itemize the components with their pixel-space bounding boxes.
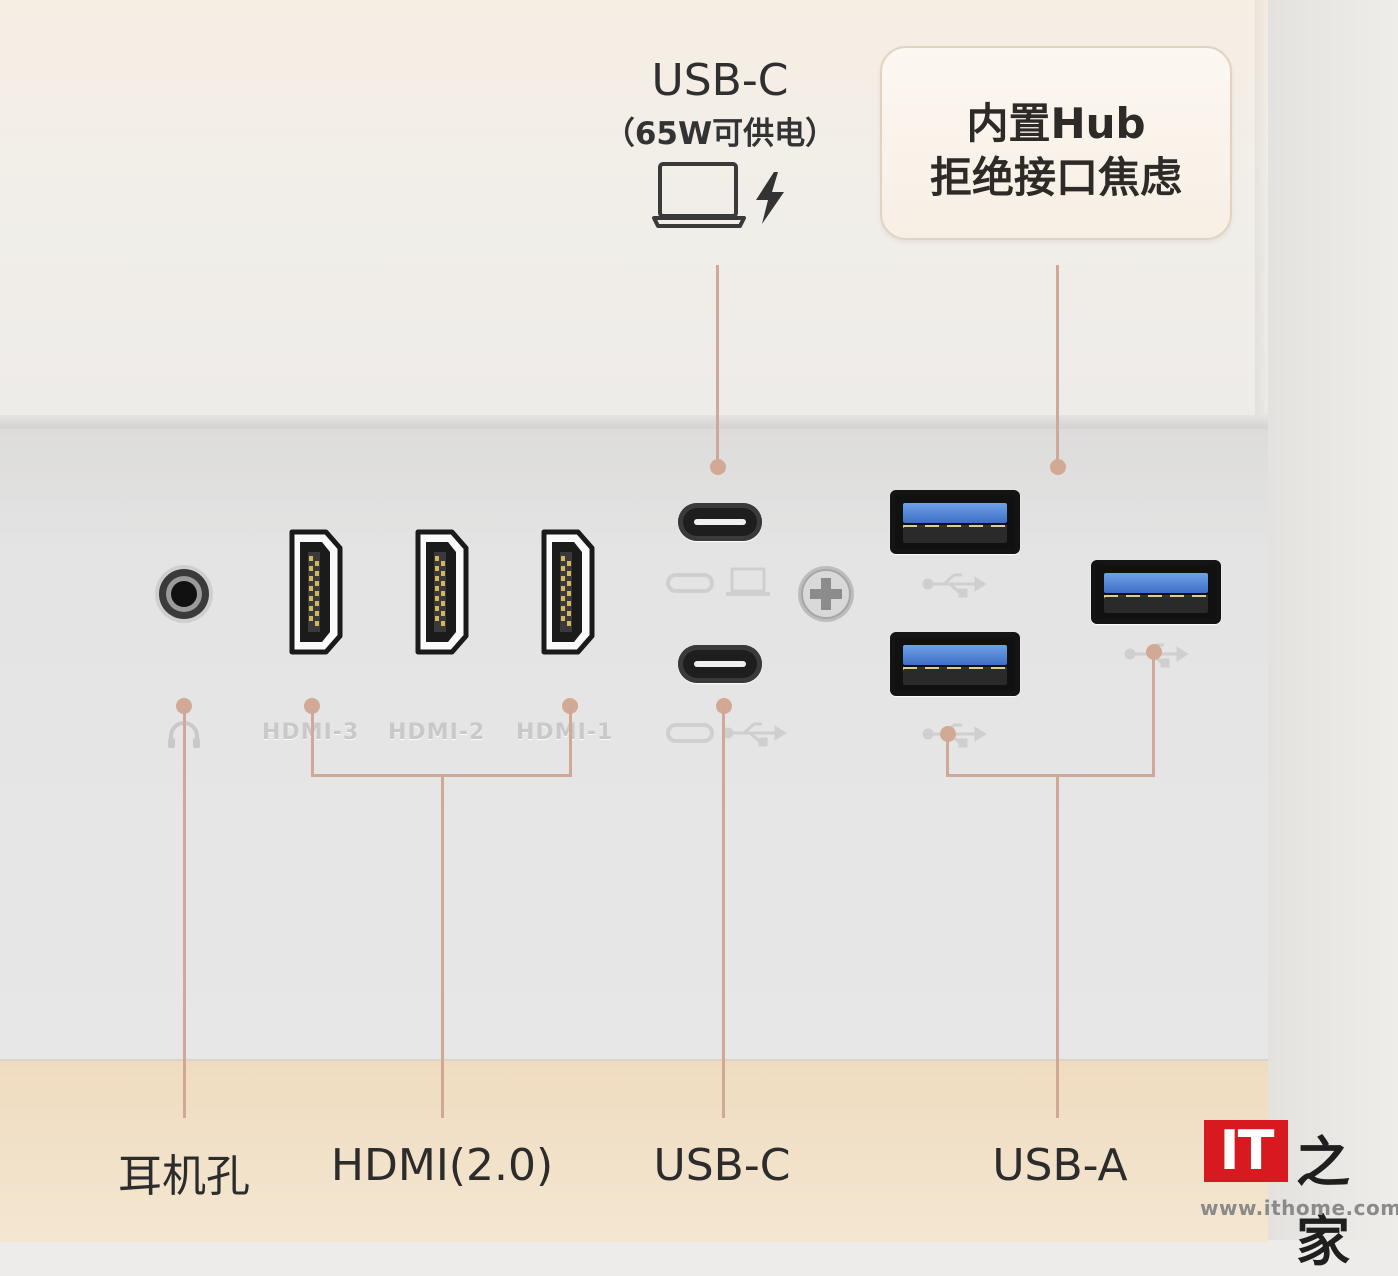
usbc-port-lower [678, 645, 762, 683]
hdmi-1-leader [569, 706, 572, 776]
monitor-side [1268, 0, 1398, 1240]
screw-icon [798, 566, 854, 622]
hdmi-1-marking: HDMI-1 [516, 720, 614, 745]
usbc-top-dot [710, 459, 726, 475]
usbc-callout-subtitle: （65W可供电） [603, 116, 837, 152]
headphone-leader [183, 706, 186, 1118]
headphone-jack [155, 565, 213, 623]
hdmi-port-2 [415, 529, 469, 655]
laptop-icon [652, 162, 746, 228]
usba-port-2 [890, 632, 1020, 696]
usba-port-1 [890, 490, 1020, 554]
usba-bracket [946, 774, 1155, 777]
label-usbc: USB-C [653, 1140, 791, 1191]
usbc-bottom-leader [722, 706, 725, 1118]
hub-callout-line-2: 拒绝接口焦虑 [929, 153, 1182, 202]
hub-dot [1050, 459, 1066, 475]
usbc-port-upper [678, 503, 762, 541]
usba-leader [1056, 774, 1059, 1118]
usba-2-leader [946, 734, 949, 776]
usb-symbol-icon [922, 573, 987, 598]
label-usba: USB-A [992, 1140, 1128, 1191]
hdmi-port-1 [541, 529, 595, 655]
hdmi-port-3 [289, 529, 343, 655]
usbc-top-leader [716, 265, 719, 465]
hdmi-2-marking: HDMI-2 [388, 720, 486, 745]
hdmi-3-leader [311, 706, 314, 776]
lightning-icon [756, 172, 784, 224]
usba-port-3 [1091, 560, 1221, 624]
panel-ledge [0, 415, 1268, 429]
usbc-laptop-marking [666, 567, 770, 596]
label-headphone: 耳机孔 [118, 1151, 250, 1202]
label-hdmi: HDMI(2.0) [330, 1140, 554, 1191]
ithome-url: www.ithome.com [1200, 1196, 1398, 1220]
usba-3-leader [1152, 652, 1155, 776]
hdmi-3-marking: HDMI-3 [262, 720, 359, 745]
usbc-usb-marking [666, 722, 787, 747]
hub-callout-line-1: 内置Hub [966, 99, 1146, 148]
hub-leader [1056, 265, 1059, 465]
hub-callout-box: 内置Hub 拒绝接口焦虑 [880, 46, 1232, 240]
usbc-callout-title: USB-C [651, 55, 789, 106]
hdmi-leader [441, 774, 444, 1118]
ithome-logo-it: IT [1204, 1120, 1288, 1182]
